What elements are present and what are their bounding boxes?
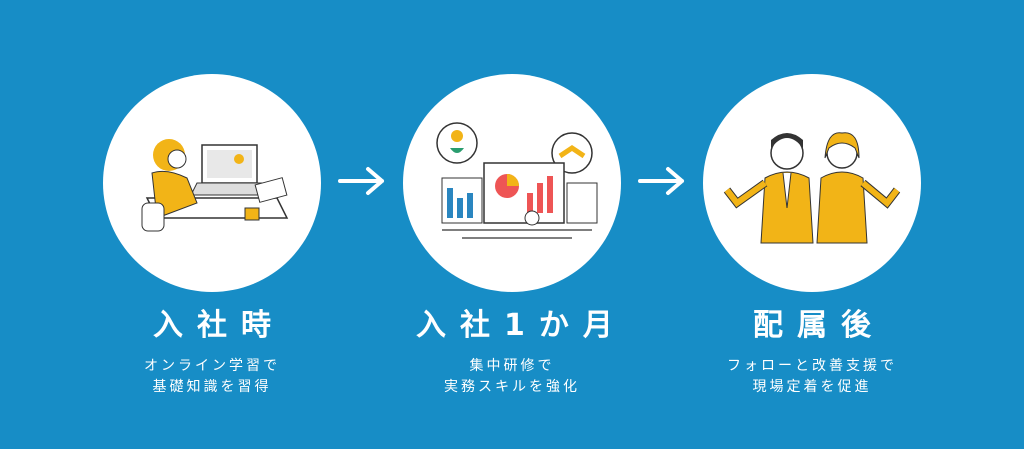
description-line: 基礎知識を習得 [152, 379, 272, 395]
step-circle [403, 74, 621, 292]
step-description: フォローと改善支援で 現場定着を促進 [702, 356, 922, 398]
description-line: 実務スキルを強化 [444, 379, 580, 395]
team-support-illustration-icon [723, 132, 901, 244]
step-onboarding: 入社時 オンライン学習で 基礎知識を習得 [102, 74, 322, 398]
step-title: 入社1か月 [416, 308, 627, 343]
arrow-right-icon [638, 167, 684, 195]
step-after-assignment: 配属後 フォローと改善支援で 現場定着を促進 [702, 74, 922, 398]
description-line: フォローと改善支援で [727, 358, 897, 374]
training-illustration-icon [436, 122, 598, 239]
step-circle [703, 74, 921, 292]
description-line: 現場定着を促進 [752, 379, 872, 395]
online-learning-illustration-icon [141, 139, 289, 232]
step-circle [103, 74, 321, 292]
step-title: 入社時 [153, 308, 285, 343]
step-first-month: 入社1か月 集中研修で 実務スキルを強化 [402, 74, 622, 398]
description-line: オンライン学習で [144, 358, 280, 374]
step-description: 集中研修で 実務スキルを強化 [402, 356, 622, 398]
step-title: 配属後 [753, 308, 885, 343]
arrow-right-icon [338, 167, 384, 195]
description-line: 集中研修で [469, 358, 555, 374]
step-description: オンライン学習で 基礎知識を習得 [102, 356, 322, 398]
